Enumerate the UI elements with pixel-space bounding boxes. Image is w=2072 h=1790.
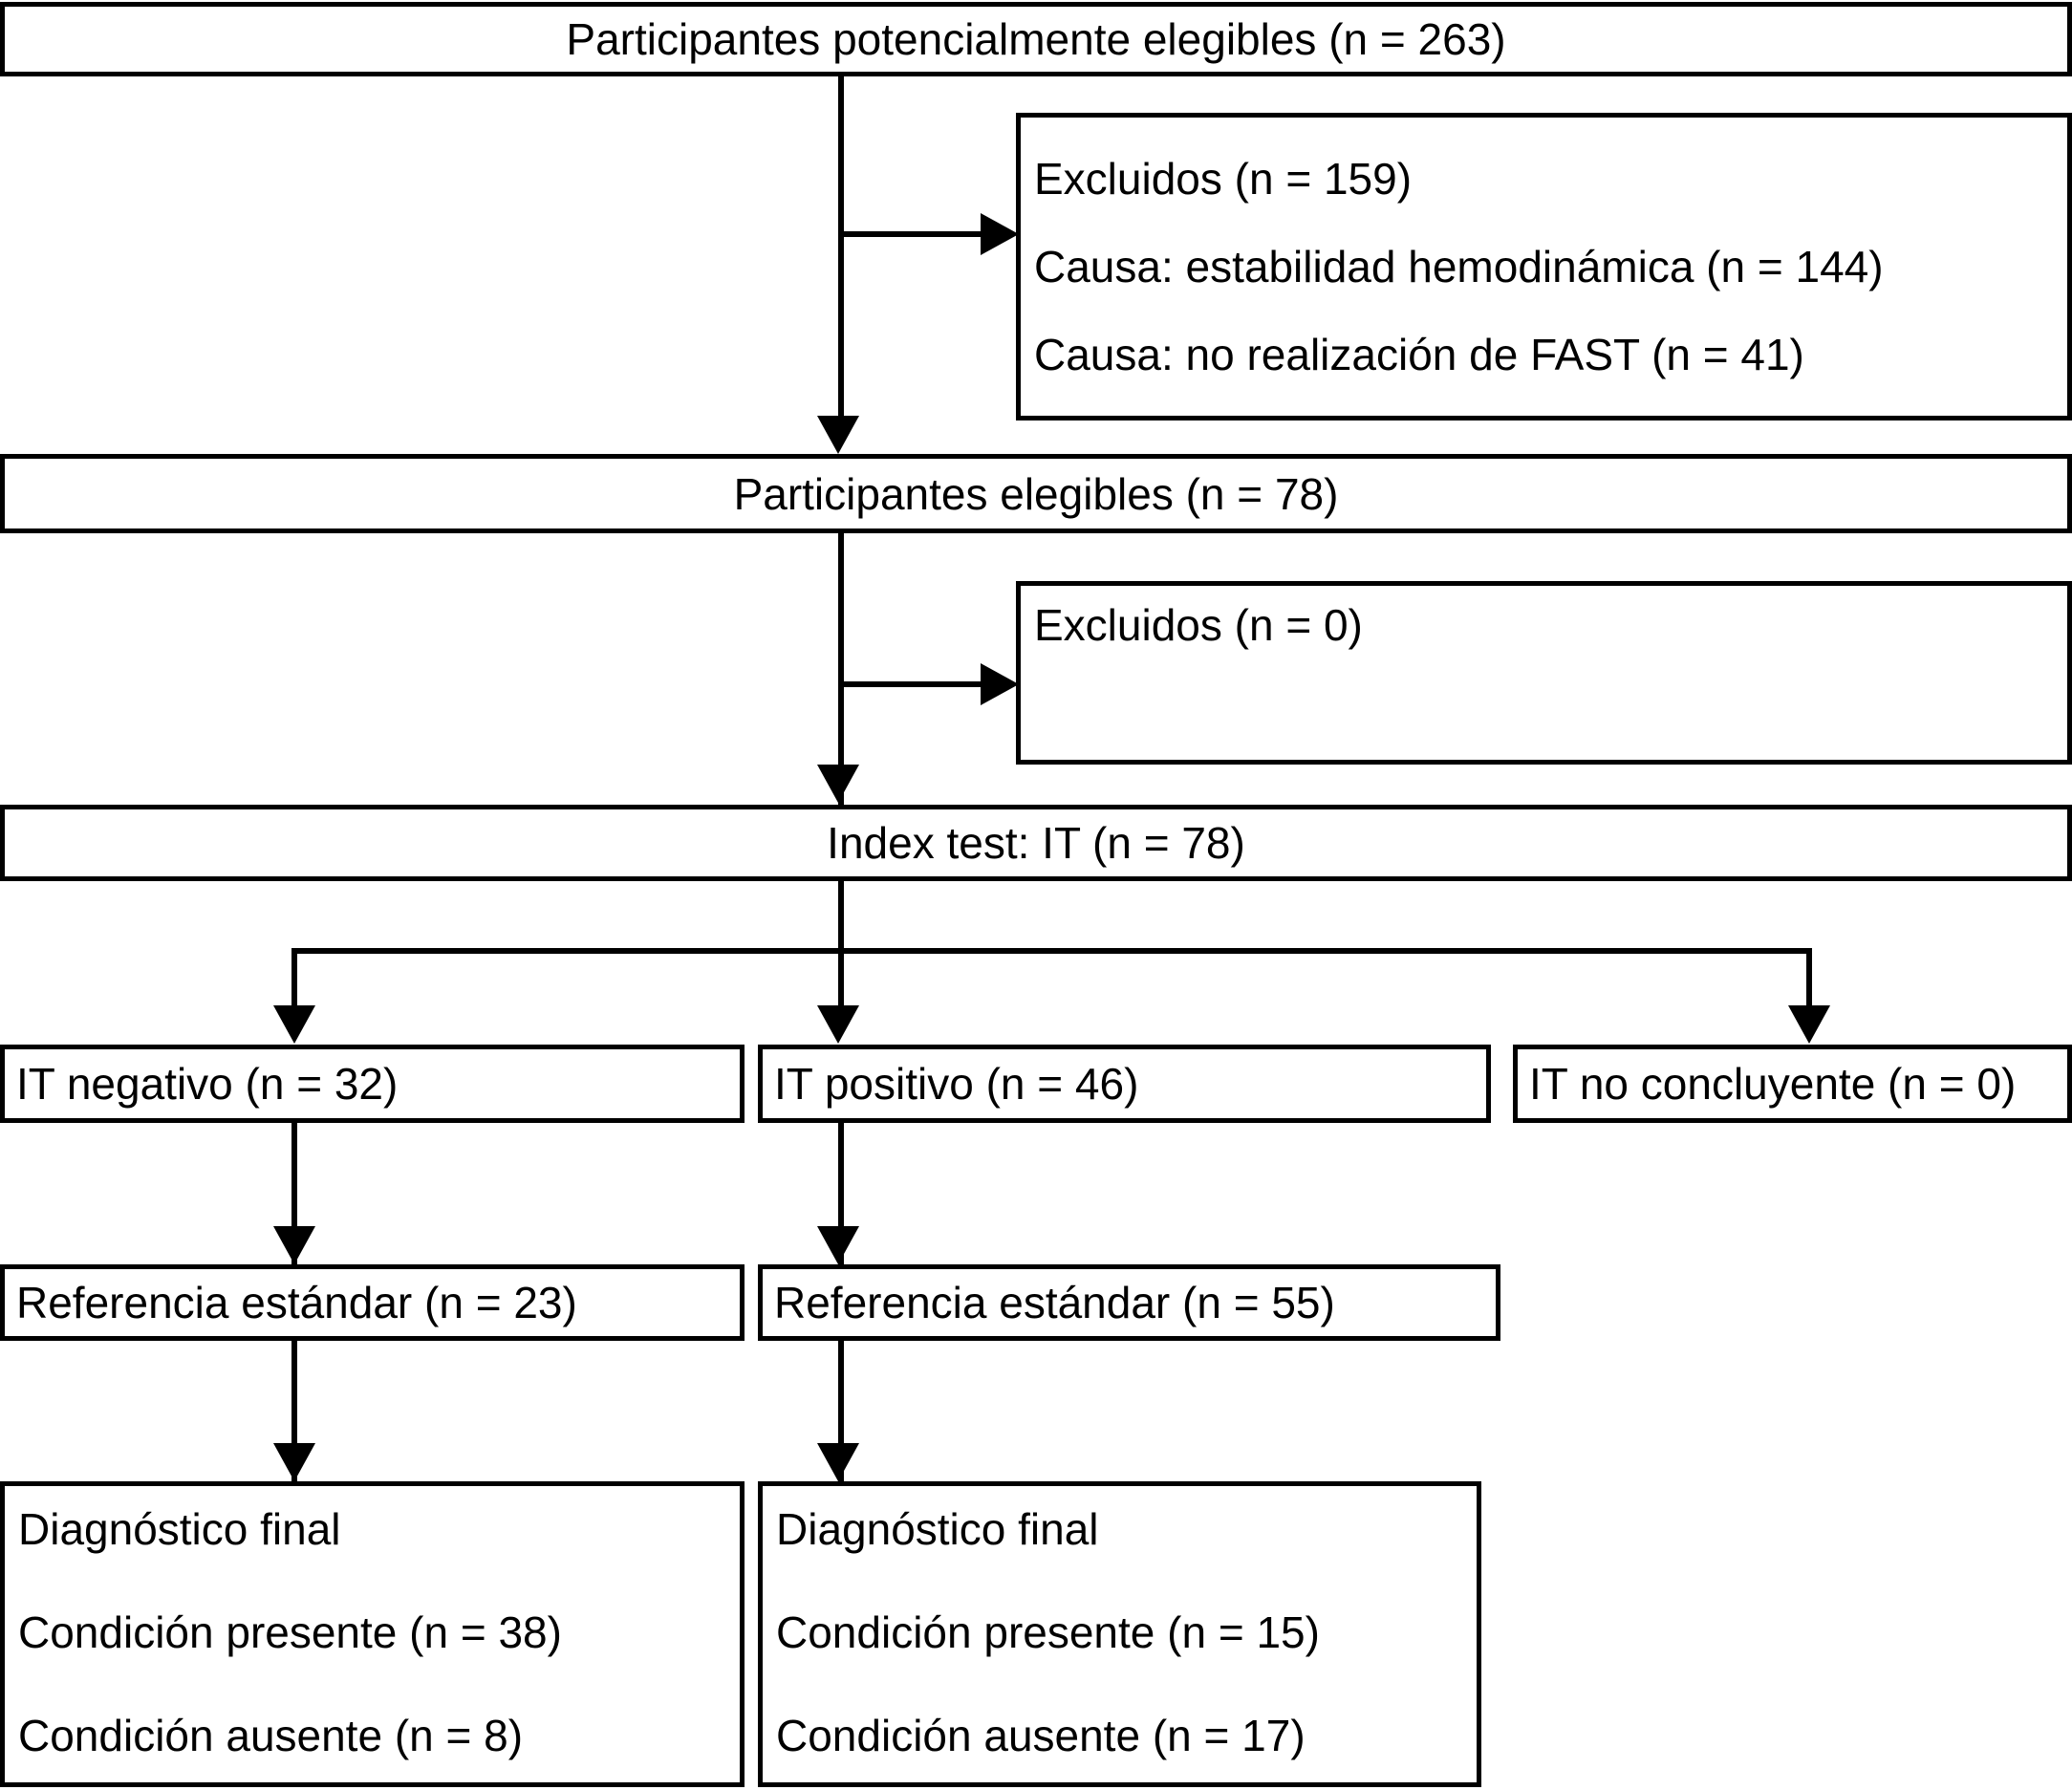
arrowhead-to-diagnosis-left [273, 1443, 315, 1481]
node-reference-right-label: Referencia estándar (n = 55) [774, 1278, 1335, 1327]
node-potentially-eligible-label: Participantes potencialmente elegibles (… [566, 14, 1506, 64]
connector-trunk-1 [838, 76, 844, 421]
arrowhead-to-diagnosis-right [817, 1443, 859, 1481]
connector-to-excluded-1 [838, 231, 986, 237]
node-diagnosis-right-line-3: Condición ausente (n = 17) [776, 1711, 1306, 1760]
arrowhead-to-excluded-2 [981, 663, 1019, 705]
node-diagnosis-left: Diagnóstico final Condición presente (n … [0, 1481, 745, 1787]
connector-it-negative-to-reference [291, 1123, 297, 1264]
node-eligible: Participantes elegibles (n = 78) [0, 454, 2072, 533]
node-excluded-1-line-3: Causa: no realización de FAST (n = 41) [1034, 330, 1804, 379]
connector-split-bar [291, 948, 1812, 954]
node-diagnosis-left-line-1: Diagnóstico final [18, 1504, 341, 1554]
node-diagnosis-left-line-2: Condición presente (n = 38) [18, 1607, 562, 1657]
arrowhead-to-excluded-1 [981, 213, 1019, 255]
node-potentially-eligible: Participantes potencialmente elegibles (… [0, 2, 2072, 76]
node-it-inconclusive-label: IT no concluyente (n = 0) [1529, 1059, 2017, 1109]
arrowhead-to-it-positive [817, 1005, 859, 1044]
connector-it-positive-to-reference [838, 1123, 844, 1264]
connector-split-center [838, 948, 844, 1015]
node-diagnosis-left-line-3: Condición ausente (n = 8) [18, 1711, 524, 1760]
node-it-positive-label: IT positivo (n = 46) [774, 1059, 1139, 1109]
node-it-negative-label: IT negativo (n = 32) [16, 1059, 399, 1109]
node-excluded-2: Excluidos (n = 0) [1016, 581, 2072, 765]
node-index-test: Index test: IT (n = 78) [0, 805, 2072, 881]
connector-split-stem [838, 881, 844, 954]
node-eligible-label: Participantes elegibles (n = 78) [733, 468, 1339, 519]
node-reference-right: Referencia estándar (n = 55) [758, 1264, 1500, 1341]
arrowhead-to-reference-right [817, 1226, 859, 1264]
node-excluded-2-line-1: Excluidos (n = 0) [1034, 600, 1363, 650]
connector-split-left [291, 948, 297, 1015]
node-excluded-1-line-2: Causa: estabilidad hemodinámica (n = 144… [1034, 242, 1884, 291]
connector-to-excluded-2 [838, 681, 986, 687]
node-excluded-1-line-1: Excluidos (n = 159) [1034, 154, 1413, 204]
arrowhead-to-it-inconclusive [1788, 1005, 1830, 1044]
connector-reference-left-to-diagnosis [291, 1341, 297, 1482]
node-index-test-label: Index test: IT (n = 78) [827, 818, 1245, 868]
connector-reference-right-to-diagnosis [838, 1341, 844, 1482]
arrowhead-to-eligible [817, 416, 859, 454]
arrowhead-to-it-negative [273, 1005, 315, 1044]
node-it-negative: IT negativo (n = 32) [0, 1045, 745, 1123]
node-reference-left: Referencia estándar (n = 23) [0, 1264, 745, 1341]
node-reference-left-label: Referencia estándar (n = 23) [16, 1278, 577, 1327]
node-diagnosis-right-line-1: Diagnóstico final [776, 1504, 1099, 1554]
node-diagnosis-right: Diagnóstico final Condición presente (n … [758, 1481, 1481, 1787]
arrowhead-to-reference-left [273, 1226, 315, 1264]
connector-split-right [1806, 948, 1812, 1015]
node-diagnosis-right-line-2: Condición presente (n = 15) [776, 1607, 1320, 1657]
arrowhead-to-index-test [817, 765, 859, 803]
node-it-positive: IT positivo (n = 46) [758, 1045, 1491, 1123]
node-it-inconclusive: IT no concluyente (n = 0) [1513, 1045, 2072, 1123]
node-excluded-1: Excluidos (n = 159) Causa: estabilidad h… [1016, 113, 2072, 421]
